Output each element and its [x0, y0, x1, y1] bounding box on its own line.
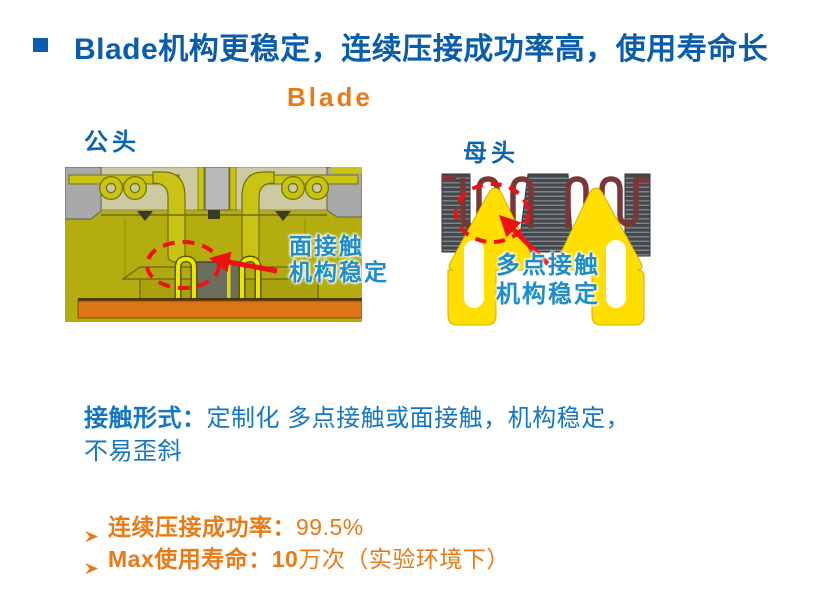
arrow-bullet-icon: [84, 552, 99, 574]
square-bullet-icon: [33, 38, 48, 52]
annotation-line: 机构稳定: [496, 281, 600, 308]
male-connector-label: 公头: [84, 129, 140, 156]
female-connector-label: 母头: [463, 140, 519, 167]
annotation-line: 机构稳定: [289, 259, 389, 285]
annotation-line: 面接触: [289, 233, 364, 259]
bullet-label: 连续压接成功率：: [108, 514, 296, 540]
paragraph-line1: 定制化 多点接触或面接触，机构稳定，: [206, 405, 631, 432]
multi-point-contact-highlight: [454, 182, 550, 266]
bullet-value: 99.5%: [296, 514, 364, 540]
paragraph-line2: 不易歪斜: [84, 438, 182, 465]
surface-contact-annotation: 面接触 机构稳定: [289, 233, 389, 285]
paragraph-lead: 接触形式：: [84, 405, 207, 432]
multi-point-contact-annotation: 多点接触 机构稳定: [496, 251, 600, 309]
annotation-line: 多点接触: [496, 252, 600, 279]
page-title: Blade机构更稳定，连续压接成功率高，使用寿命长: [74, 33, 769, 66]
bullet-label: Max使用寿命：10: [108, 546, 299, 572]
surface-contact-highlight: [145, 240, 278, 290]
bullet-value: 万次（实验环境下）: [298, 546, 510, 572]
arrow-bullet-icon: [84, 520, 99, 542]
male-connector-figure: [65, 167, 362, 322]
female-connector-figure: [441, 173, 651, 326]
bullet-success-rate: 连续压接成功率：99.5%: [84, 511, 510, 543]
blade-subtitle: Blade: [287, 82, 373, 112]
contact-type-paragraph: 接触形式：定制化 多点接触或面接触，机构稳定， 不易歪斜: [84, 402, 724, 468]
